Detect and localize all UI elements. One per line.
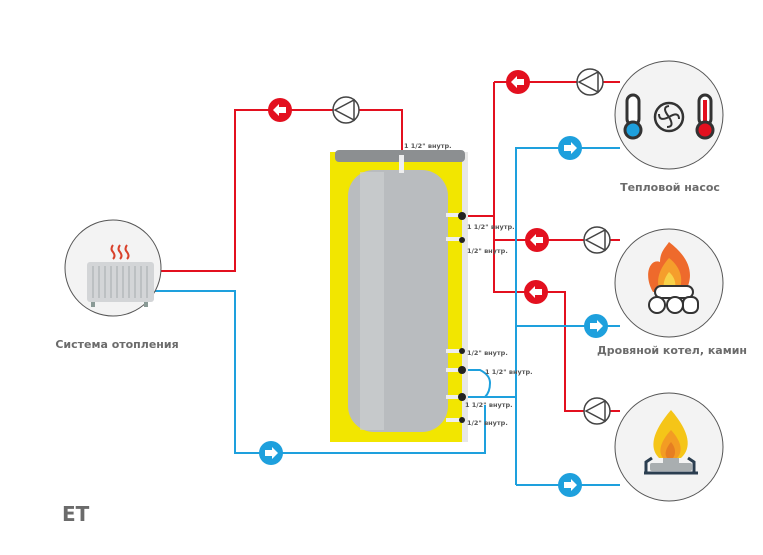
- hot-flow-arrow-icon: [524, 280, 548, 304]
- flow-arrows-hot: [268, 70, 549, 304]
- cold-flow-arrow-icon: [558, 473, 582, 497]
- port-label-lower-3: 1 1/2" внутр.: [465, 401, 513, 409]
- cold-flow-arrow-icon: [259, 441, 283, 465]
- wood-boiler-node: [614, 228, 724, 338]
- cold-flow-arrow-icon: [558, 136, 582, 160]
- fire-icon: [648, 242, 690, 293]
- port-label-lower-2: 1 1/2" внутр.: [485, 368, 533, 376]
- hot-flow-arrow-icon: [525, 228, 549, 252]
- port-label-upper-1: 1 1/2" внутр.: [467, 223, 515, 231]
- pumps: [332, 68, 611, 425]
- burner-icon: [644, 456, 698, 475]
- logs-icon: [648, 285, 699, 314]
- heat-pump-node: [614, 60, 724, 170]
- radiator-icon: [87, 244, 154, 307]
- wood-boiler-label: Дровяной котел, камин: [597, 344, 747, 357]
- storage-tank: [330, 150, 468, 442]
- flow-arrows-cold: [259, 136, 608, 497]
- thermometer-cold-icon: [623, 93, 643, 140]
- pump-icon: [583, 397, 611, 425]
- cold-flow-arrow-icon: [584, 314, 608, 338]
- gas-flame-icon: [653, 410, 688, 458]
- et-logo: ET: [62, 502, 90, 526]
- port-label-upper-2: 1/2" внутр.: [467, 247, 508, 255]
- heating-system-node: [64, 219, 162, 317]
- port-label-lower-4: 1/2" внутр.: [467, 419, 508, 427]
- heating-system-label: Система отопления: [55, 338, 178, 351]
- hot-flow-arrow-icon: [506, 70, 530, 94]
- hot-flow-arrow-icon: [268, 98, 292, 122]
- fan-icon: [653, 101, 685, 133]
- heat-pump-label: Тепловой насос: [620, 181, 720, 194]
- pump-icon: [332, 96, 360, 124]
- port-label-lower-1: 1/2" внутр.: [467, 349, 508, 357]
- pump-icon: [583, 226, 611, 254]
- thermometer-hot-icon: [695, 93, 715, 140]
- port-label-top: 1 1/2" внутр.: [404, 142, 452, 150]
- pump-icon: [576, 68, 604, 96]
- gas-boiler-node: [614, 392, 724, 502]
- tank-ports: [446, 213, 462, 422]
